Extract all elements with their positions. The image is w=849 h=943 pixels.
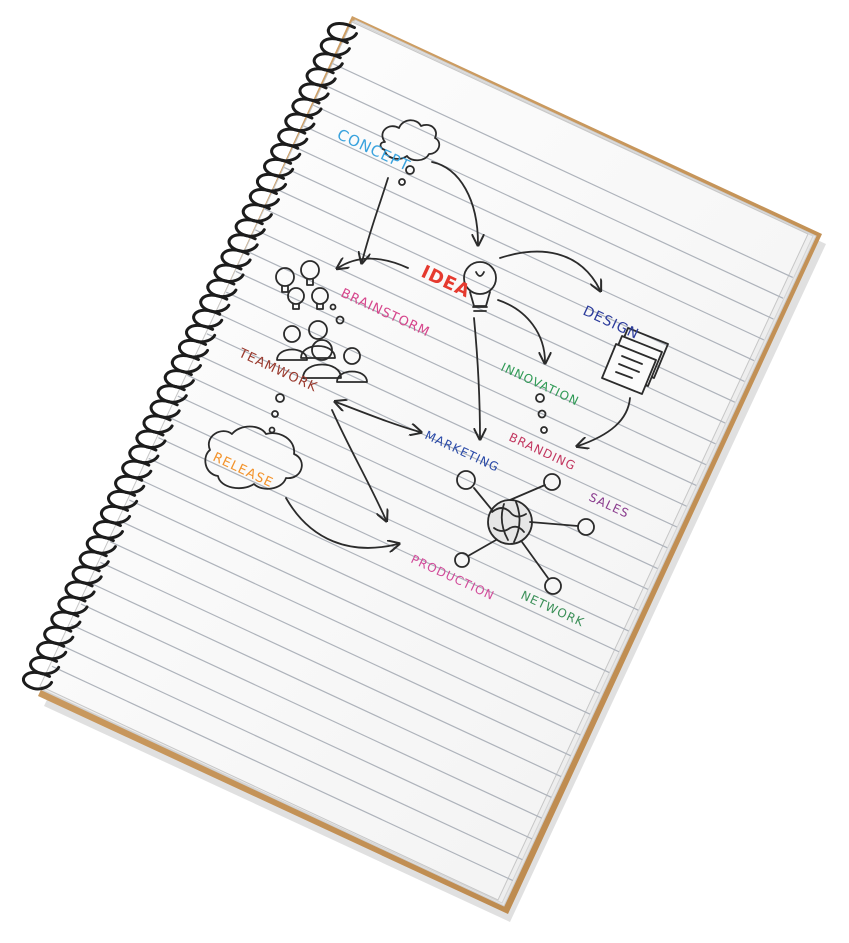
ruled-line [263,157,761,390]
ruled-line [282,115,780,348]
cloud-icon [379,119,441,162]
globe-icon [487,499,533,545]
ruled-line [195,302,692,535]
ruled-line [40,634,536,867]
spiral-loop [22,670,54,691]
ruled-line [58,593,556,825]
ruled-line [234,219,731,452]
arrow [336,402,420,432]
ruled-line [312,53,809,286]
documents-icon [601,327,669,395]
arrow [497,299,545,362]
arrow [578,397,631,446]
sketch-drawing [204,119,669,595]
lightbulb-icon [463,261,497,312]
arrow [331,409,386,520]
ruled-line [243,198,741,431]
ruled-line [165,364,663,597]
ruled-line [204,281,702,514]
arrow [473,317,480,438]
arrow [338,259,409,268]
ruled-line [87,530,585,763]
ruled-line [146,406,644,639]
arrow [362,177,389,262]
ruled-line [68,572,566,805]
cloud-icon [204,425,303,490]
ruled-line [214,261,712,493]
ruled-line [185,323,683,556]
ruled-line [175,344,673,576]
ruled-line [78,551,575,784]
arrow [499,250,600,290]
ruled-line [117,468,614,701]
ruled-line [107,489,605,722]
ruled-line [292,95,790,327]
arrow [431,161,478,244]
network-nodes [454,470,595,595]
arrow [285,497,398,548]
spiral-binding-icon [22,22,358,691]
ruled-line [97,510,595,742]
people-icon [276,320,368,383]
ruled-line [302,74,800,307]
ruled-line [126,447,624,680]
ruled-line [136,427,634,659]
ruled-line [156,385,653,618]
ruled-line [48,613,546,846]
ruled-line [40,655,527,888]
ruled-line [253,178,751,410]
lightbulb-icon [275,260,329,310]
